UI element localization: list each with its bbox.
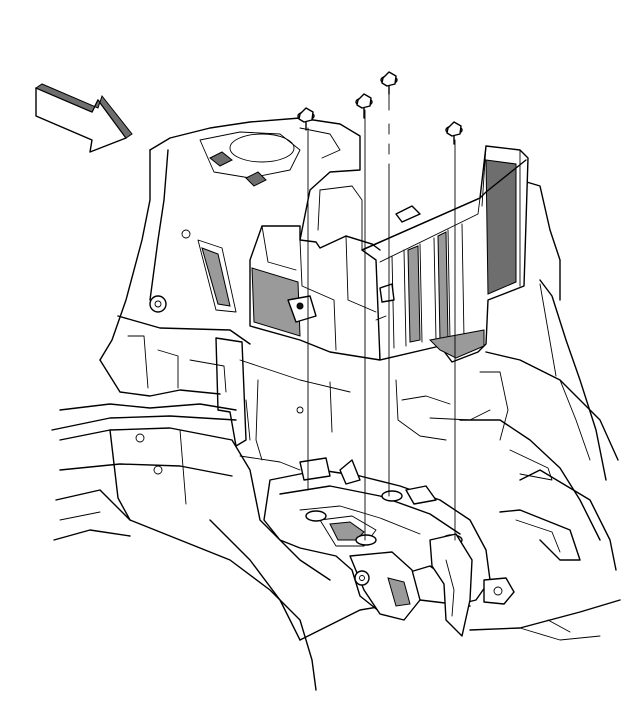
bolt-3 — [380, 71, 398, 95]
bolt-4 — [445, 121, 463, 145]
vehicle-body-structure — [51, 117, 621, 691]
mounting-bracket — [263, 457, 515, 637]
tray-bolts — [297, 71, 463, 541]
bolt-2 — [355, 93, 373, 119]
battery-tray — [249, 145, 529, 363]
view-direction-arrow — [34, 83, 133, 153]
bolt-1 — [297, 107, 315, 131]
